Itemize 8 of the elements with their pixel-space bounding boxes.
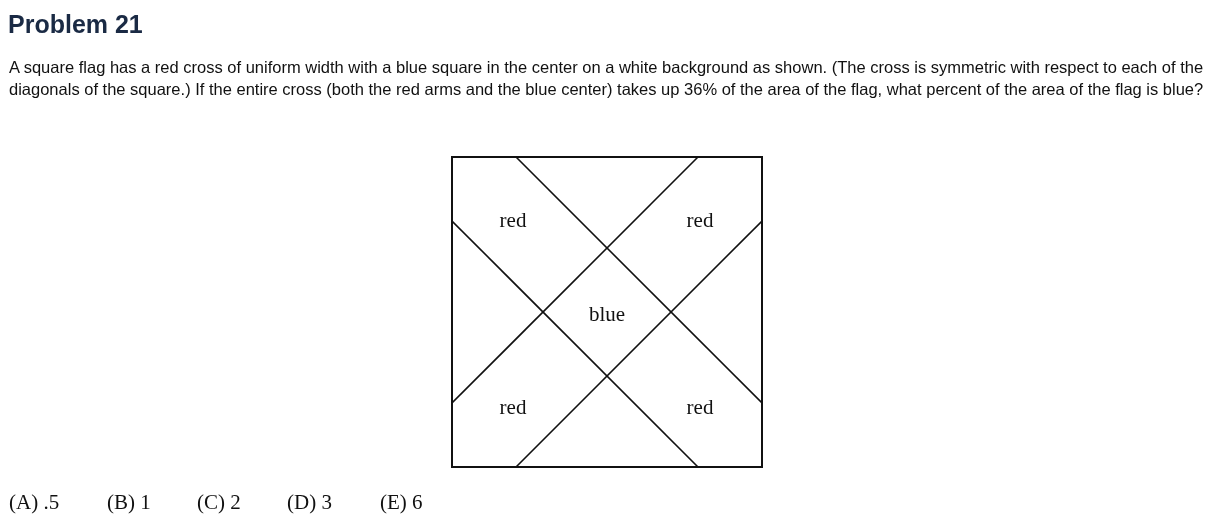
- flag-drawing: [451, 156, 763, 468]
- answer-choice: (D) 3: [287, 492, 332, 513]
- answer-choice: (B) 1: [107, 492, 151, 513]
- problem-text: A square flag has a red cross of uniform width with a blue square in the center on a white background as shown. (The cross is symmetric with respect to each of the diagonals of the square.) If the entire cross (both the red arms and the blue center) takes up 36% of the area of the flag, what percent of the area of the flag is blue?: [9, 57, 1205, 100]
- answer-choice: (C) 2: [197, 492, 241, 513]
- answer-choice: (E) 6: [380, 492, 423, 513]
- problem-title: Problem 21: [8, 9, 143, 40]
- answer-choice: (A) .5: [9, 492, 60, 513]
